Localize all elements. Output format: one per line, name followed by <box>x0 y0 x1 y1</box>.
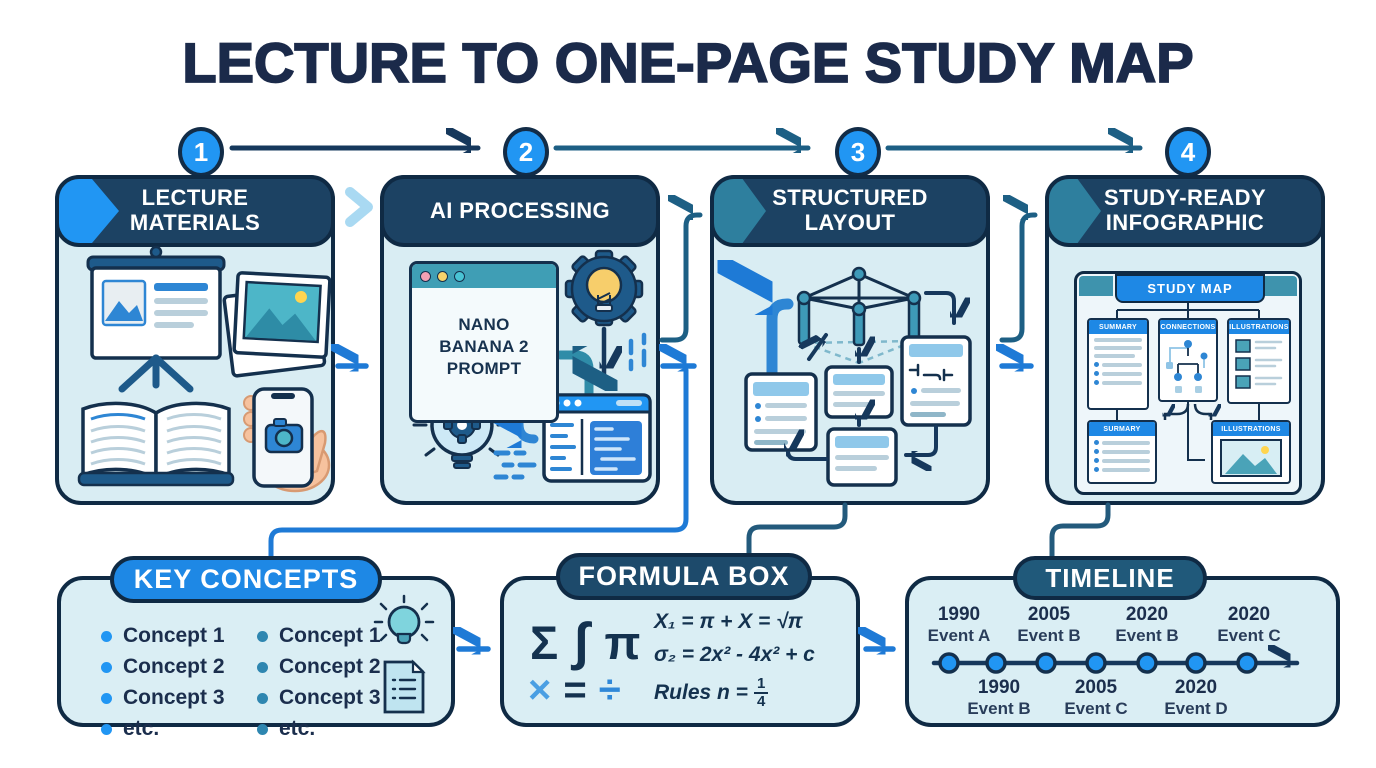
panel-header-structured-layout: STRUCTURED LAYOUT <box>710 175 990 247</box>
panel-title: STUDY-READY INFOGRAPHIC <box>1103 185 1267 235</box>
phone-camera-icon <box>243 387 331 493</box>
mini-card-illustrations-2: ILLUSTRATIONS <box>1211 420 1291 484</box>
panel-header-ai-processing: AI PROCESSING <box>380 175 660 247</box>
mini-card-illustrations: ILLUSTRATIONS <box>1227 318 1291 404</box>
mini-card-summary-2: SURMARY <box>1087 420 1157 484</box>
stacked-photos-icon <box>222 271 331 378</box>
key-concepts-header: KEY CONCEPTS <box>110 556 382 603</box>
panel-title: AI PROCESSING <box>429 197 610 223</box>
concept-item: Concept 3 <box>257 686 381 710</box>
math-operators-row: × = ÷ <box>528 668 621 712</box>
open-book-icon <box>77 401 235 487</box>
banner-wing-icon <box>1079 276 1113 296</box>
code-window-icon <box>542 393 652 483</box>
formula-2: σ₂ = 2x² - 4x² + c <box>654 643 815 666</box>
panel-title: LECTURE MATERIALS <box>129 185 261 235</box>
formula-box: Σ∫π × = ÷ X₁ = π + X = √π σ₂ = 2x² - 4x²… <box>500 576 860 727</box>
window-titlebar <box>412 264 556 288</box>
window-dot-icon <box>437 270 448 282</box>
panel-title: STRUCTURED LAYOUT <box>772 185 928 235</box>
chevron-right-icon <box>345 187 373 227</box>
concept-item: etc. <box>257 717 381 741</box>
page-title: LECTURE TO ONE-PAGE STUDY MAP <box>181 30 1194 95</box>
panel-study-ready-infographic: STUDY-READY INFOGRAPHIC STUDY MAP SUMMAR… <box>1045 175 1325 505</box>
formula-lines: X₁ = π + X = √π σ₂ = 2x² - 4x² + c Rules… <box>654 610 815 710</box>
formula-1: X₁ = π + X = √π <box>654 610 803 633</box>
panel-lecture-materials: LECTURE MATERIALS <box>55 175 335 505</box>
key-concepts-icons <box>373 594 435 714</box>
concept-item: Concept 1 <box>101 624 225 648</box>
concept-item: Concept 3 <box>101 686 225 710</box>
window-dot-icon <box>420 270 431 282</box>
presentation-easel-icon <box>86 245 226 393</box>
prompt-text: NANO BANANA 2 PROMPT <box>439 314 529 379</box>
lightbulb-icon <box>373 594 435 645</box>
step-number-2: 2 <box>503 127 549 177</box>
panel-header-lecture-materials: LECTURE MATERIALS <box>55 175 335 247</box>
formula-box-header: FORMULA BOX <box>556 553 812 600</box>
study-map-preview: STUDY MAP SUMMARY CONNECTIONS <box>1074 271 1302 495</box>
study-map-banner: STUDY MAP <box>1115 274 1265 303</box>
step-number-4: 4 <box>1165 127 1211 177</box>
panel-header-study-ready: STUDY-READY INFOGRAPHIC <box>1045 175 1325 247</box>
mini-picture-icon <box>1220 439 1282 477</box>
concept-item: etc. <box>101 717 225 741</box>
timeline-header: TIMELINE <box>1013 556 1207 600</box>
banner-wing-icon <box>1263 276 1297 296</box>
math-symbols-row: Σ∫π <box>530 613 641 671</box>
timeline-arrow-icon <box>931 580 1300 674</box>
mini-illustrations-list <box>1235 339 1283 389</box>
study-map-connectors <box>1116 299 1260 461</box>
concept-item: Concept 1 <box>257 624 381 648</box>
panel-structured-layout: STRUCTURED LAYOUT <box>710 175 990 505</box>
data-dashes-icon <box>493 450 537 480</box>
notes-icon <box>383 659 426 714</box>
concept-item: Concept 2 <box>257 655 381 679</box>
panel-ai-processing: AI PROCESSING <box>380 175 660 505</box>
lecture-materials-illustration <box>77 245 331 493</box>
structured-layout-illustration <box>714 243 972 487</box>
mini-card-connections: CONNECTIONS <box>1158 318 1218 402</box>
gear-bulb-icon <box>564 249 644 327</box>
mini-connections-diagram <box>1166 340 1208 393</box>
mini-card-summary: SUMMARY <box>1087 318 1149 410</box>
concept-item: Concept 2 <box>101 655 225 679</box>
window-dot-icon <box>454 270 465 282</box>
data-ticks-icon <box>628 332 647 372</box>
